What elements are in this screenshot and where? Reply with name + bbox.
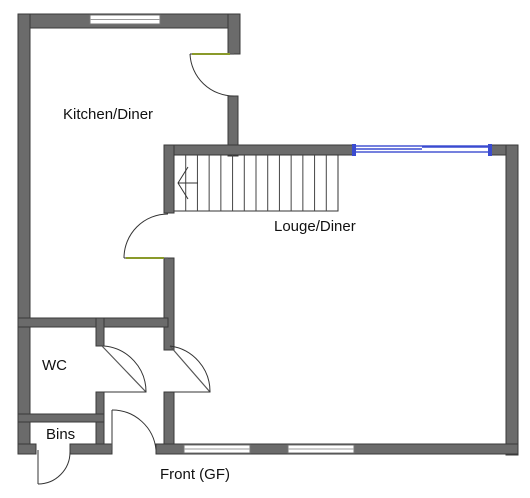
wall-stair-left [163, 144, 175, 214]
sliding-door [352, 144, 492, 156]
room-label-wc: WC [42, 357, 67, 374]
wall-left [17, 13, 31, 455]
room-label-kitchen: Kitchen/Diner [63, 106, 154, 123]
wall-lounge-top [163, 144, 355, 156]
wall-wc-right [95, 317, 105, 347]
wall-bottom-left [17, 443, 37, 455]
doors [37, 53, 235, 485]
room-label-bins: Bins [46, 426, 76, 443]
wall-bottom-mid [69, 443, 113, 455]
wall-wc-top [17, 317, 169, 328]
wall-hall-left [163, 257, 175, 351]
room-label-lounge: Louge/Diner [274, 218, 356, 235]
wall-bins-top [17, 413, 105, 423]
windows [89, 14, 355, 454]
staircase [173, 154, 339, 212]
walls [17, 13, 519, 456]
plan-caption: Front (GF) [160, 466, 230, 483]
wall-right [505, 144, 519, 456]
wall-kitchen-right-upper [227, 13, 241, 55]
